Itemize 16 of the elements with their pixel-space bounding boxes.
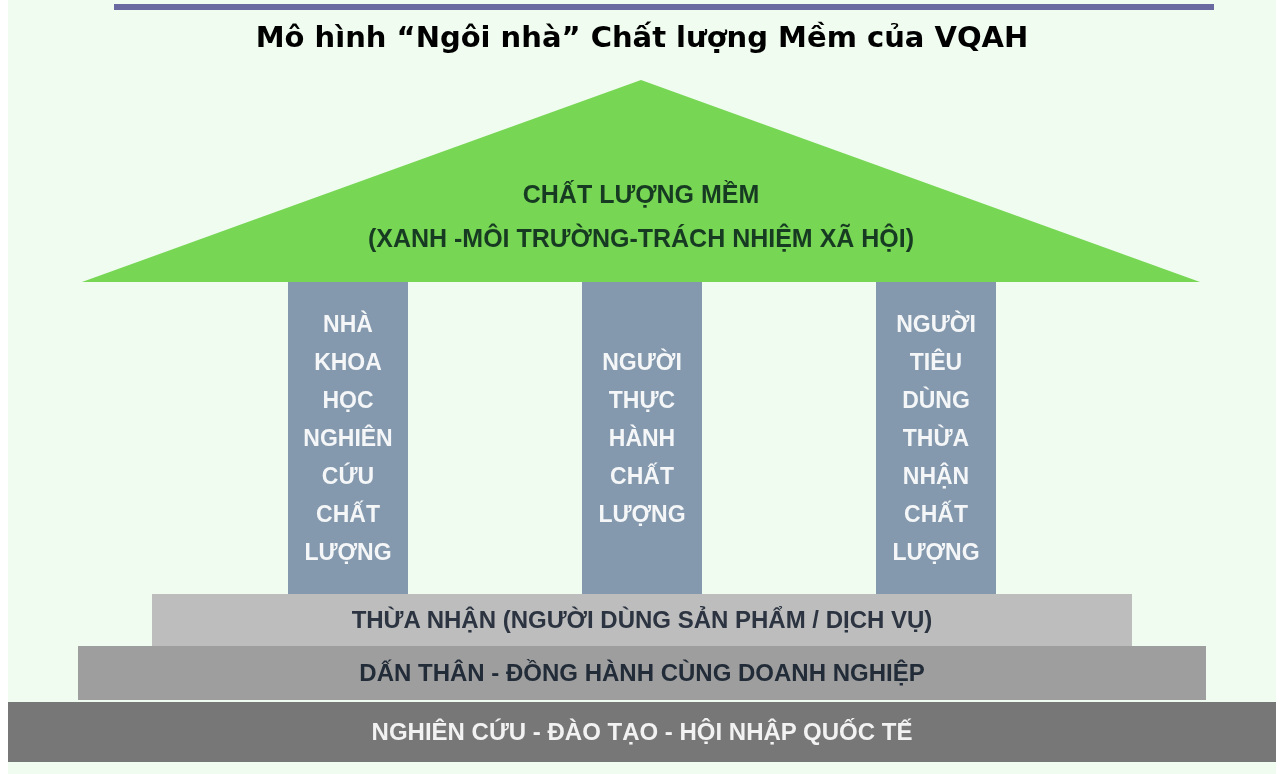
step-label: THỪA NHẬN (NGƯỜI DÙNG SẢN PHẨM / DỊCH VỤ) — [351, 606, 933, 634]
pillar-label: NHÀ KHOA HỌC NGHIÊN CỨU CHẤT LƯỢNG — [303, 309, 393, 567]
foundation-step — [78, 646, 1206, 700]
roof-subtitle: (XANH -MÔI TRƯỜNG-TRÁCH NHIỆM XÃ HỘI) — [367, 222, 915, 254]
step-label: NGHIÊN CỨU - ĐÀO TẠO - HỘI NHẬP QUỐC TẾ — [371, 718, 913, 746]
pillar-label: NGƯỜI THỰC HÀNH CHẤT LƯỢNG — [597, 347, 687, 529]
diagram-title: Mô hình “Ngôi nhà” Chất lượng Mềm của VQAH — [254, 20, 1030, 54]
pillar-column — [876, 282, 996, 594]
step-label: DẤN THÂN - ĐỒNG HÀNH CÙNG DOANH NGHIỆP — [359, 659, 925, 687]
foundation-step — [152, 594, 1132, 646]
pillar-column — [582, 282, 702, 594]
pillar-column — [288, 282, 408, 594]
foundation-step — [8, 702, 1276, 762]
roof-triangle — [82, 80, 1200, 282]
pillar-label: NGƯỜI TIÊU DÙNG THỪA NHẬN CHẤT LƯỢNG — [891, 309, 981, 567]
roof-heading: CHẤT LƯỢNG MỀM — [522, 179, 760, 210]
